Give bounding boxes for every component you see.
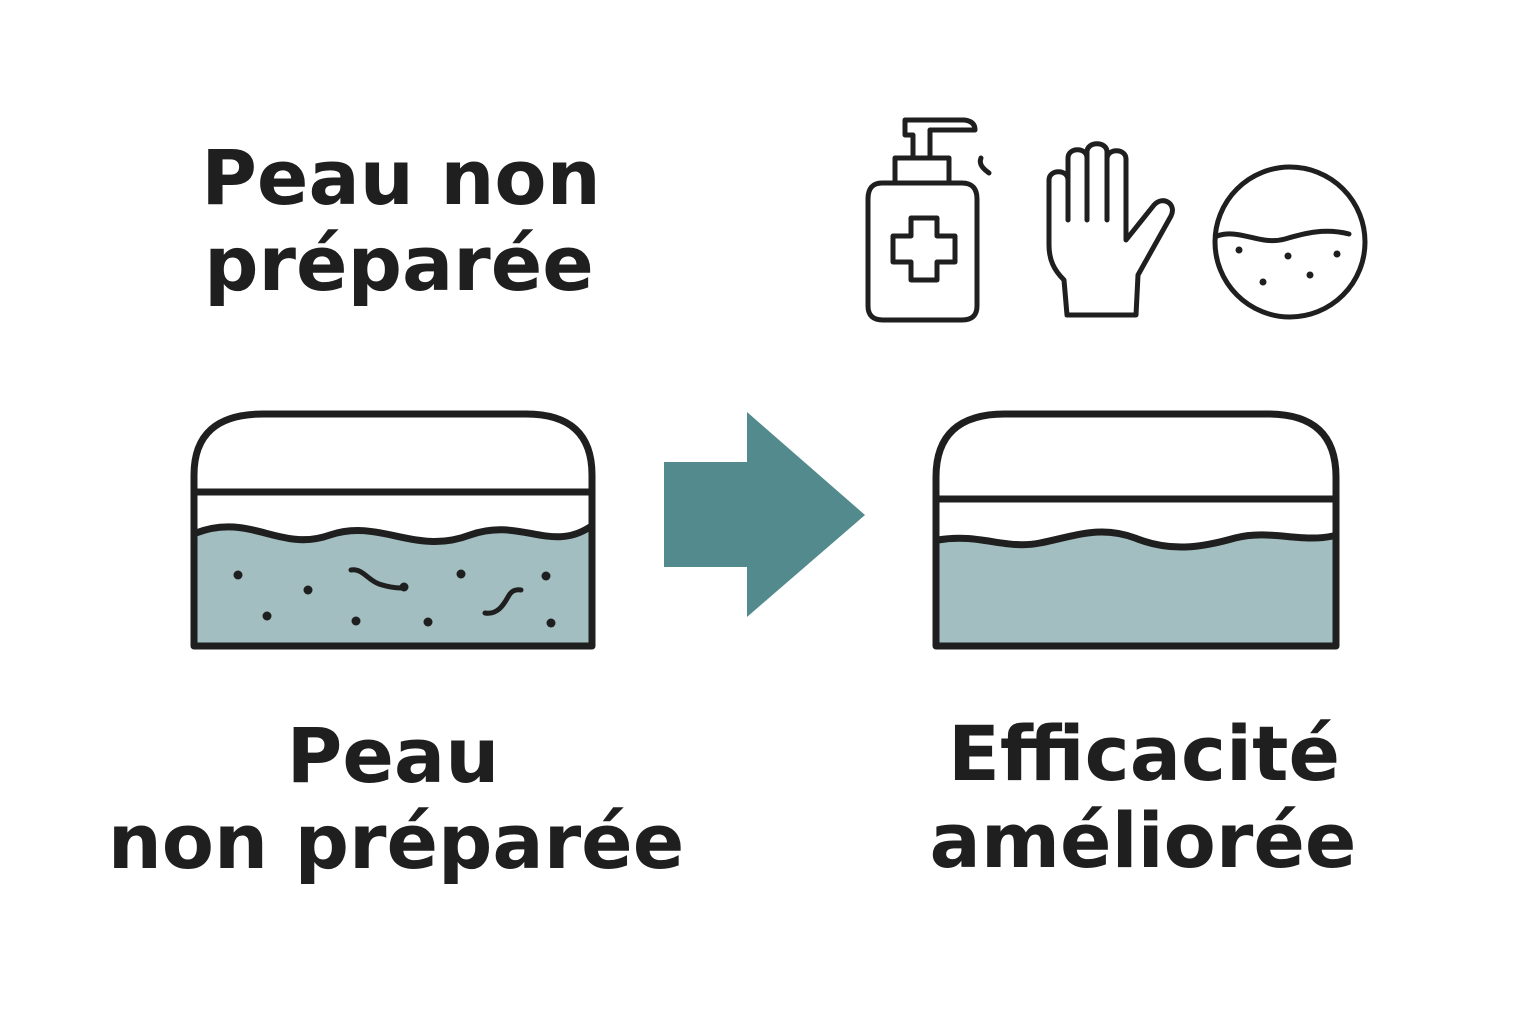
bacteria-worm-1: [348, 567, 404, 591]
bottom-left-label-line1: Peau: [287, 711, 500, 800]
unprepared-skin-section: [190, 410, 596, 650]
prepared-skin-wave: [934, 528, 1337, 551]
bacteria-worm-2: [482, 587, 524, 616]
unprepared-skin-wave: [192, 523, 594, 546]
hand-icon: [1046, 141, 1175, 318]
skin-circle-icon: [1212, 164, 1368, 320]
prepared-skin-section: [932, 410, 1340, 650]
unprepared-skin-container: [190, 410, 596, 650]
bacteria-dots: [233, 569, 556, 628]
hand-sanitizer-icon: [865, 117, 992, 323]
top-left-label-line2: préparée: [204, 219, 594, 308]
prepared-skin-container: [932, 410, 1340, 650]
top-left-label-line1: Peau non: [201, 133, 601, 222]
bottom-left-label-line2: non préparée: [108, 797, 685, 886]
prepared-skin-fill: [938, 531, 1333, 646]
bottom-right-label-line2: améliorée: [930, 796, 1357, 885]
arrow-right-icon: [664, 412, 865, 617]
bottom-right-label-line1: Efficacité: [948, 709, 1340, 798]
